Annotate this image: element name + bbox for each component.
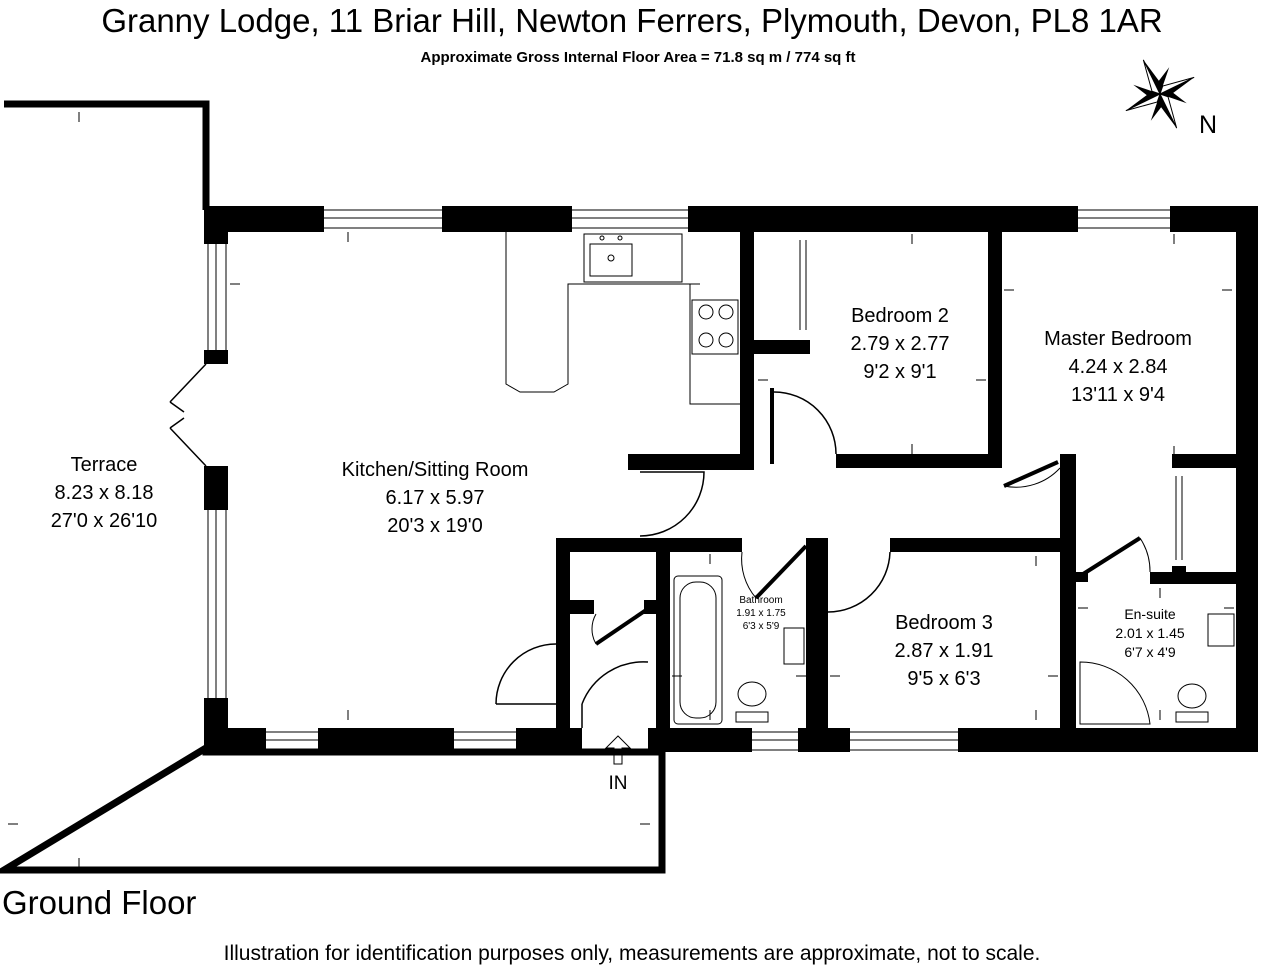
entrance-label: IN — [609, 773, 628, 794]
room-name: En-suite — [1124, 606, 1176, 622]
windows — [207, 209, 1170, 751]
room-name: Bedroom 2 — [851, 305, 949, 327]
room-name: Master Bedroom — [1044, 328, 1192, 350]
room-bedroom-3: Bedroom 3 2.87 x 1.91 9'5 x 6'3 — [895, 612, 994, 690]
room-kitchen: Kitchen/Sitting Room 6.17 x 5.97 20'3 x … — [342, 459, 529, 537]
floor-label: Ground Floor — [2, 884, 197, 921]
doors — [169, 240, 1183, 728]
room-metric: 2.87 x 1.91 — [895, 640, 994, 662]
room-imperial: 6'7 x 4'9 — [1124, 644, 1175, 660]
compass-rose-icon — [1125, 59, 1195, 129]
entrance-arrow — [604, 735, 632, 765]
room-metric: 8.23 x 8.18 — [55, 482, 154, 504]
room-bathroom: Bathroom 1.91 x 1.75 6'3 x 5'9 — [736, 595, 786, 632]
compass-label: N — [1199, 111, 1217, 139]
room-master-bedroom: Master Bedroom 4.24 x 2.84 13'11 x 9'4 — [1044, 328, 1192, 406]
room-metric: 1.91 x 1.75 — [736, 608, 786, 619]
floor-area: Approximate Gross Internal Floor Area = … — [420, 49, 856, 66]
outer-walls — [204, 206, 1258, 752]
room-name: Kitchen/Sitting Room — [342, 459, 529, 481]
inner-walls — [556, 228, 1238, 732]
disclaimer: Illustration for identification purposes… — [223, 942, 1041, 965]
room-name: Bathroom — [739, 595, 782, 606]
room-imperial: 27'0 x 26'10 — [51, 510, 158, 532]
room-name: Bedroom 3 — [895, 612, 993, 634]
room-bedroom-2: Bedroom 2 2.79 x 2.77 9'2 x 9'1 — [851, 305, 950, 383]
room-en-suite: En-suite 2.01 x 1.45 6'7 x 4'9 — [1115, 606, 1184, 660]
room-metric: 2.79 x 2.77 — [851, 333, 950, 355]
room-metric: 4.24 x 2.84 — [1069, 356, 1168, 378]
bathroom-fittings — [673, 575, 1235, 725]
kitchen-fittings — [505, 232, 740, 405]
dimension-markers — [8, 112, 1234, 868]
room-metric: 2.01 x 1.45 — [1115, 625, 1184, 641]
page-title: Granny Lodge, 11 Briar Hill, Newton Ferr… — [101, 2, 1163, 39]
room-imperial: 13'11 x 9'4 — [1071, 384, 1165, 406]
room-imperial: 9'2 x 9'1 — [863, 361, 936, 383]
room-name: Terrace — [71, 454, 138, 476]
room-terrace: Terrace 8.23 x 8.18 27'0 x 26'10 — [51, 454, 158, 532]
room-imperial: 9'5 x 6'3 — [907, 668, 980, 690]
room-imperial: 6'3 x 5'9 — [743, 621, 780, 632]
room-imperial: 20'3 x 19'0 — [387, 515, 483, 537]
room-metric: 6.17 x 5.97 — [386, 487, 485, 509]
